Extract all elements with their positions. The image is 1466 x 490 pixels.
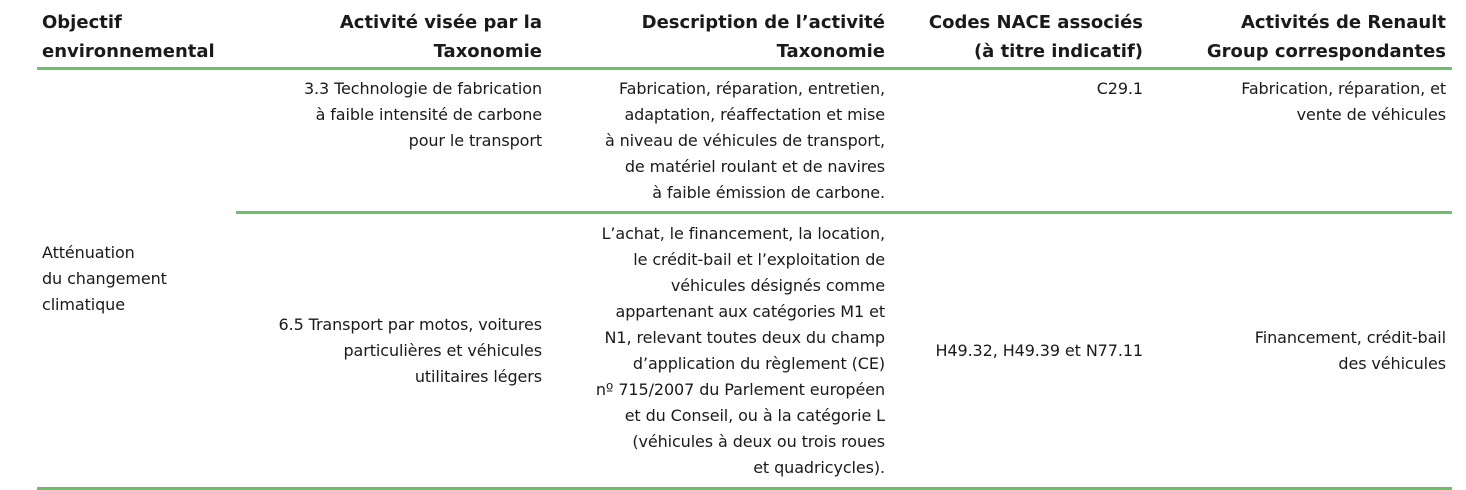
activity-cell: 6.5 Transport par motos, voitures partic… xyxy=(236,212,547,490)
header-activite: Activité visée par la Taxonomie xyxy=(236,8,547,70)
table-row: 6.5 Transport par motos, voitures partic… xyxy=(37,212,1452,490)
description-cell: L’achat, le financement, la location, le… xyxy=(547,212,891,490)
table-row: Atténuation du changement climatique 3.3… xyxy=(37,68,1452,490)
activity-cell: 3.3 Technologie de fabrication à faible … xyxy=(236,68,547,214)
nace-cell: C29.1 xyxy=(891,68,1149,214)
header-objectif: Objectif environnemental xyxy=(37,8,236,70)
header-description: Description de l’activité Taxonomie xyxy=(547,8,891,70)
header-renault: Activités de Renault Group correspondant… xyxy=(1149,8,1452,70)
renault-cell: Fabrication, réparation, et vente de véh… xyxy=(1149,68,1452,214)
header-nace: Codes NACE associés (à titre indicatif) xyxy=(891,8,1149,70)
renault-cell: Financement, crédit-bail des véhicules xyxy=(1149,212,1452,490)
objective-cell: Atténuation du changement climatique xyxy=(37,68,236,490)
description-cell: Fabrication, réparation, entretien, adap… xyxy=(547,68,891,214)
taxonomy-table: Objectif environnemental Activité visée … xyxy=(37,8,1452,490)
nace-cell: H49.32, H49.39 et N77.11 xyxy=(891,212,1149,490)
table-header-row: Objectif environnemental Activité visée … xyxy=(37,8,1452,70)
